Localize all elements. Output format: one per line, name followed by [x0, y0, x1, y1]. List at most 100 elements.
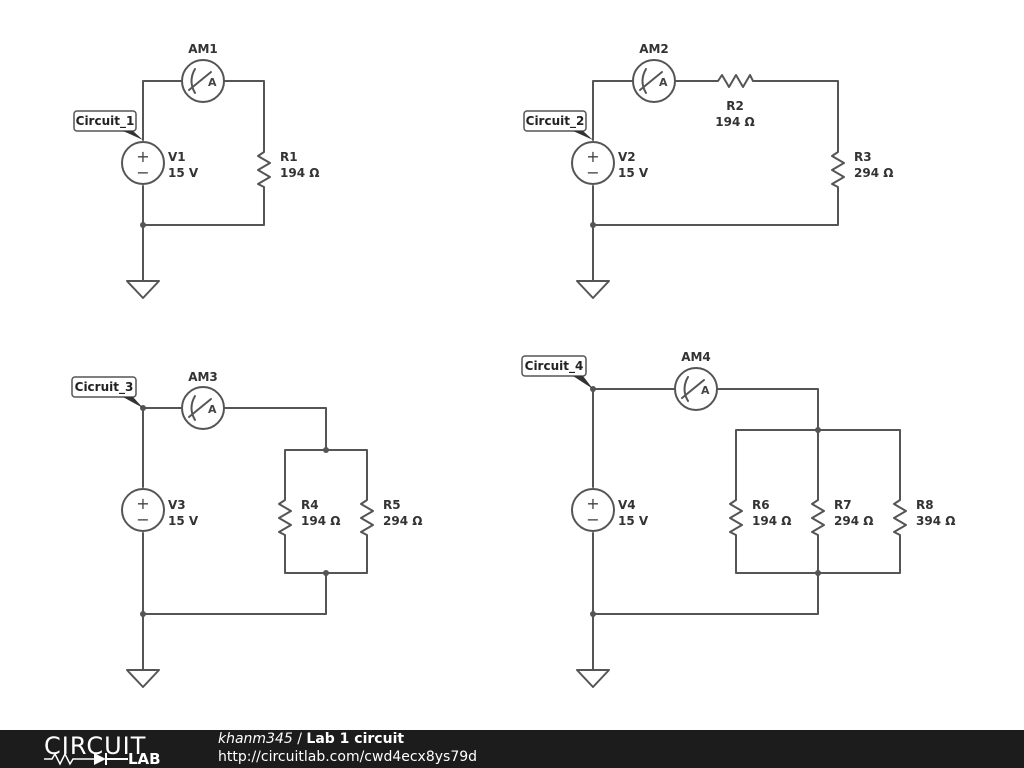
- resistor-r4[interactable]: R4 194 Ω: [278, 492, 340, 542]
- probe-label: Circuit_2: [526, 114, 585, 129]
- resistor-r2[interactable]: R2 194 Ω: [710, 74, 760, 129]
- probe-circuit-1[interactable]: Circuit_1: [73, 110, 143, 140]
- probe-circuit-4[interactable]: Circuit_4: [521, 355, 593, 389]
- source-value: 15 V: [168, 514, 199, 528]
- circuit-4: A AM4 + − V4 15 V R6 194 Ω R7 294 Ω R8 3…: [521, 350, 955, 688]
- wire: [142, 80, 265, 226]
- resistor-icon: [893, 492, 907, 542]
- ground-symbol: [126, 224, 160, 299]
- probe-pointer-icon: [573, 376, 593, 389]
- probe-pointer-icon: [123, 131, 143, 140]
- voltage-source-icon: [121, 488, 165, 532]
- circuit-2: A AM2 + − V2 15 V R2 194 Ω R3 294 Ω Circ…: [523, 42, 893, 299]
- circuit-url[interactable]: http://circuitlab.com/cwd4ecx8ys79d: [218, 749, 478, 765]
- resistor-r7[interactable]: R7 294 Ω: [811, 492, 873, 542]
- wire: [592, 388, 901, 615]
- source-name: V3: [168, 498, 186, 512]
- ground-symbol: [576, 224, 610, 299]
- probe-box: [73, 110, 137, 132]
- circuit-3: A AM3 + − V3 15 V R4 194 Ω R5 294 Ω Cicr…: [71, 370, 422, 688]
- probe-box: [523, 110, 587, 132]
- plus-sign: +: [586, 494, 599, 513]
- voltage-source-icon: [571, 141, 615, 185]
- resistor-icon: [729, 492, 743, 542]
- junction-dot: [323, 570, 329, 576]
- plus-sign: +: [136, 494, 149, 513]
- ammeter-label: AM4: [681, 350, 711, 364]
- resistor-value: 294 Ω: [383, 514, 422, 528]
- ammeter-icon: [181, 386, 225, 430]
- resistor-r3[interactable]: R3 294 Ω: [831, 144, 893, 194]
- schematic-canvas: A AM1 + − V1 15 V R1 194 Ω Circuit_1: [71, 42, 955, 688]
- resistor-value: 194 Ω: [301, 514, 340, 528]
- minus-sign: −: [586, 163, 599, 182]
- logo-resistor-diode-icon: [44, 752, 128, 766]
- title-separator: /: [292, 731, 307, 747]
- source-value: 15 V: [618, 166, 649, 180]
- ground-symbol: [576, 613, 610, 688]
- ammeter-label: AM3: [188, 370, 218, 384]
- probe-label: Circuit_4: [525, 359, 584, 374]
- probe-pointer-icon: [123, 397, 143, 408]
- resistor-name: R1: [280, 150, 298, 164]
- resistor-r1[interactable]: R1 194 Ω: [257, 144, 319, 194]
- probe-box: [521, 355, 587, 377]
- probe-circuit-2[interactable]: Circuit_2: [523, 110, 593, 140]
- probe-label: Cicruit_3: [75, 380, 134, 395]
- resistor-value: 294 Ω: [834, 514, 873, 528]
- minus-sign: −: [136, 510, 149, 529]
- voltage-source-icon: [121, 141, 165, 185]
- source-value: 15 V: [618, 514, 649, 528]
- author-link[interactable]: khanm345: [218, 731, 293, 747]
- voltage-source-v1[interactable]: + − V1 15 V: [121, 141, 199, 185]
- resistor-name: R7: [834, 498, 852, 512]
- footer-bar: CIRCUIT LAB khanm345 / Lab 1 circuit htt…: [0, 730, 1024, 768]
- resistor-icon: [278, 492, 292, 542]
- ammeter-letter: A: [208, 76, 217, 89]
- ammeter-label: AM1: [188, 42, 218, 56]
- ammeter-am1[interactable]: A AM1: [181, 42, 225, 103]
- resistor-name: R6: [752, 498, 770, 512]
- resistor-icon: [710, 74, 760, 88]
- probe-pointer-icon: [573, 131, 593, 140]
- ammeter-label: AM2: [639, 42, 669, 56]
- minus-sign: −: [586, 510, 599, 529]
- footer-title-line: khanm345 / Lab 1 circuit: [218, 731, 404, 747]
- junction-dot: [323, 447, 329, 453]
- resistor-r5[interactable]: R5 294 Ω: [360, 492, 422, 542]
- resistor-value: 294 Ω: [854, 166, 893, 180]
- plus-sign: +: [136, 147, 149, 166]
- resistor-icon: [257, 144, 271, 194]
- ground-symbol: [126, 613, 160, 688]
- resistor-icon: [811, 492, 825, 542]
- junction-dot: [815, 427, 821, 433]
- voltage-source-v4[interactable]: + − V4 15 V: [571, 488, 649, 532]
- probe-circuit-3[interactable]: Cicruit_3: [71, 376, 143, 408]
- resistor-name: R5: [383, 498, 401, 512]
- source-name: V1: [168, 150, 186, 164]
- probe-label: Circuit_1: [76, 114, 135, 129]
- resistor-name: R8: [916, 498, 934, 512]
- resistor-icon: [360, 492, 374, 542]
- resistor-name: R2: [726, 99, 744, 113]
- resistor-name: R4: [301, 498, 319, 512]
- resistor-r8[interactable]: R8 394 Ω: [893, 492, 955, 542]
- resistor-value: 194 Ω: [715, 115, 754, 129]
- source-name: V2: [618, 150, 636, 164]
- wire: [592, 80, 839, 226]
- source-name: V4: [618, 498, 636, 512]
- minus-sign: −: [136, 163, 149, 182]
- ammeter-am2[interactable]: A AM2: [632, 42, 676, 103]
- voltage-source-v3[interactable]: + − V3 15 V: [121, 488, 199, 532]
- ammeter-icon: [674, 367, 718, 411]
- ammeter-am4[interactable]: A AM4: [674, 350, 718, 411]
- resistor-r6[interactable]: R6 194 Ω: [729, 492, 791, 542]
- circuit-title[interactable]: Lab 1 circuit: [306, 731, 405, 747]
- ammeter-icon: [632, 59, 676, 103]
- resistor-value: 194 Ω: [752, 514, 791, 528]
- ammeter-am3[interactable]: A AM3: [181, 370, 225, 430]
- source-value: 15 V: [168, 166, 199, 180]
- probe-box: [71, 376, 137, 398]
- ammeter-icon: [181, 59, 225, 103]
- voltage-source-v2[interactable]: + − V2 15 V: [571, 141, 649, 185]
